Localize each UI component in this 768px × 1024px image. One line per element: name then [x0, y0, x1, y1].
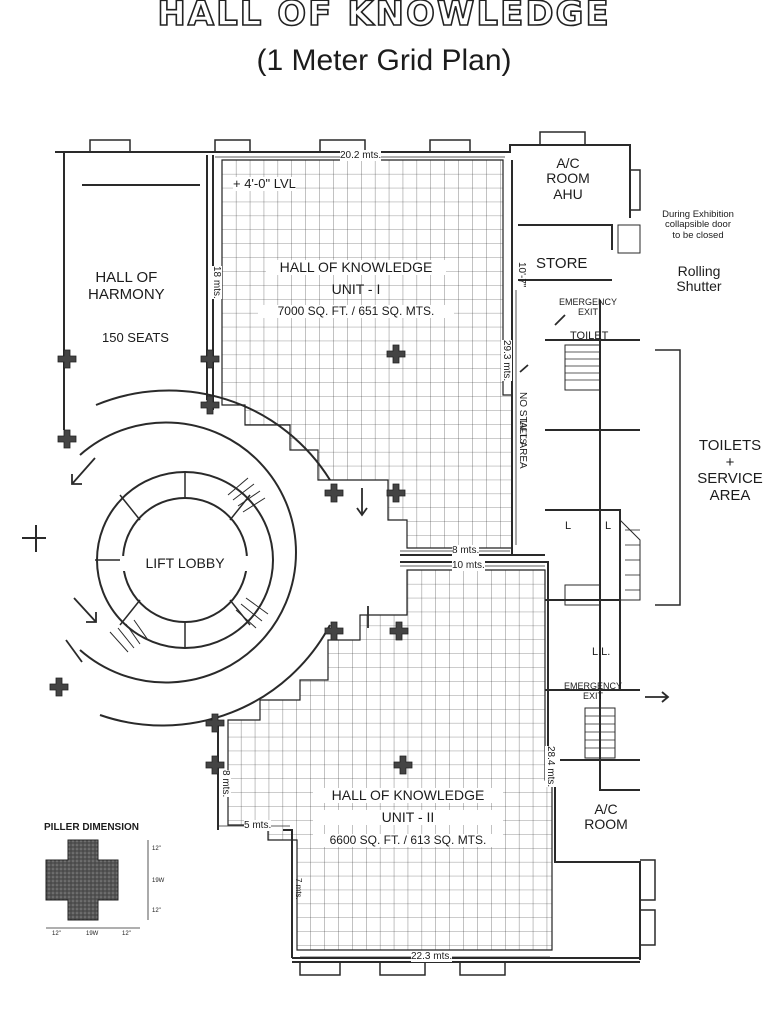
unit2-sub: UNIT - II — [313, 809, 503, 826]
dim-right-height-2: 28.4 mts. — [545, 746, 556, 788]
unit2-grid — [227, 569, 553, 951]
legend-dim-d: 12" — [152, 846, 161, 852]
exhibition-note: During Exhibition collapsible door to be… — [662, 209, 734, 241]
dim-store-width: 10'-7" — [516, 262, 527, 288]
toilet-label: TOILET — [570, 330, 609, 342]
hall-of-harmony-seats: 150 SEATS — [102, 330, 169, 345]
rolling-shutter-label: Rolling Shutter — [676, 263, 722, 295]
unit1-name: HALL OF KNOWLEDGE — [266, 259, 446, 276]
emergency-exit-2: EMERGENCY EXIT — [563, 681, 622, 701]
level-note: + 4'-0" LVL — [233, 176, 296, 192]
dim-right-height-1: 29.3 mts. — [501, 340, 512, 382]
dim-left-height-2: 8 mts. — [220, 770, 231, 798]
emergency-exit-1: EMERGENCY EXIT — [558, 297, 617, 317]
unit1-area: 7000 SQ. FT. / 651 SQ. MTS. — [258, 304, 454, 319]
plan-title: HALL OF KNOWLEDGE — [157, 0, 611, 35]
legend-dim-c: 12" — [122, 931, 131, 937]
dim-lower-left: 7 mts. — [294, 878, 303, 900]
legend-dim-a: 12" — [52, 931, 61, 937]
pillar-markers — [49, 344, 413, 775]
legend-dim-e: 19W — [152, 878, 165, 884]
dim-step-8: 8 mts. — [452, 545, 480, 556]
pillar-dimension-legend-shape — [45, 839, 149, 929]
dim-step-5: 5 mts. — [244, 820, 272, 831]
ll-label: L.L. — [592, 646, 611, 658]
l1-label: L — [565, 520, 572, 532]
plan-subtitle: (1 Meter Grid Plan) — [256, 44, 512, 77]
hall-of-harmony-label: HALL OF HARMONY — [88, 269, 165, 303]
dim-bottom-width: 22.3 mts. — [411, 951, 453, 962]
lift-lobby-label: LIFT LOBBY — [120, 555, 250, 572]
dim-left-height: 18 mts. — [211, 266, 222, 299]
store-label: STORE — [536, 255, 588, 272]
unit1-sub: UNIT - I — [331, 281, 381, 297]
unit2-area: 6600 SQ. FT. / 613 SQ. MTS. — [313, 833, 503, 848]
no-stall-area-label: NO STALL AREA — [517, 392, 528, 469]
unit1-grid — [221, 159, 513, 549]
unit2-name: HALL OF KNOWLEDGE — [313, 787, 503, 804]
toilets-service-label: TOILETS + SERVICE AREA — [697, 437, 763, 504]
dim-top-width: 20.2 mts. — [340, 150, 382, 161]
ac-room-ahu-label: A/C ROOM AHU — [546, 155, 590, 202]
legend-dim-f: 12" — [152, 908, 161, 914]
l2-label: L — [605, 520, 612, 532]
ac-room-label: A/C ROOM — [584, 801, 628, 833]
legend-dim-b: 19W — [86, 931, 99, 937]
dim-step-10: 10 mts. — [452, 560, 485, 571]
pillar-legend-title: PILLER DIMENSION — [44, 822, 140, 833]
